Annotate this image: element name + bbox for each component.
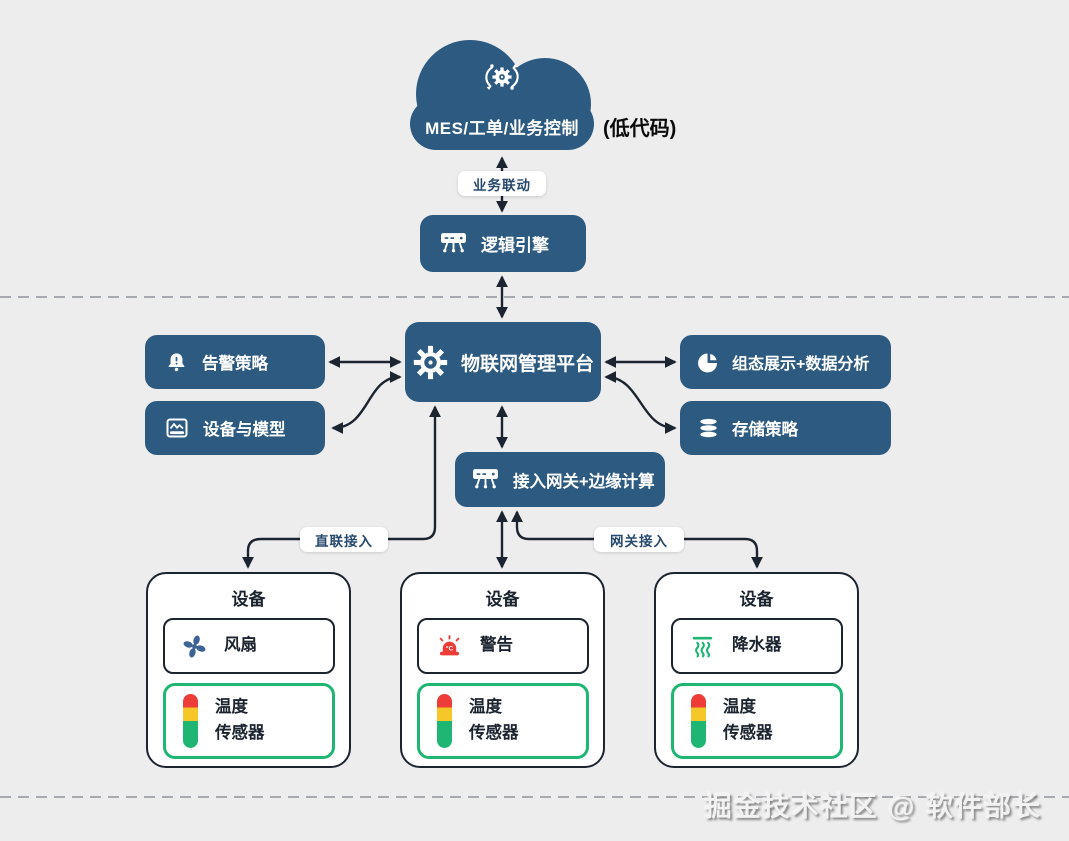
device-model-icon [165, 416, 189, 440]
component-label: 警告 [480, 636, 513, 655]
watermark: 掘金技术社区 @ 软件部长 [704, 792, 1042, 822]
indicator-bar-icon [691, 694, 706, 748]
node-label: 接入网关+边缘计算 [513, 472, 655, 491]
component-sprinkler: 降水器 [671, 618, 843, 674]
node-label: 设备与模型 [203, 421, 286, 439]
iot-gear-icon [412, 344, 449, 381]
cloud-label: MES/工单/业务控制 [425, 119, 579, 138]
node-logic-engine: 逻辑引擎 [420, 215, 586, 272]
sensor-temperature: 温度 传感器 [417, 683, 589, 759]
device-card-title: 设备 [485, 590, 520, 609]
pie-chart-icon [697, 351, 720, 374]
arrow-platform-storage [604, 371, 677, 434]
gear-sync-icon [479, 56, 525, 105]
sensor-label: 温度 传感器 [215, 698, 265, 742]
indicator-bar-icon [437, 694, 452, 748]
sensor-label: 温度 传感器 [723, 698, 773, 742]
cloud-shape [410, 40, 594, 150]
node-label: 存储策略 [732, 421, 798, 439]
arrow-devicemodel-platform [331, 371, 402, 434]
node-label: 告警策略 [202, 355, 268, 373]
node-storage-policy: 存储策略 [680, 401, 891, 455]
direct-access-pill: 直联接入 [300, 527, 388, 552]
database-icon [697, 417, 720, 440]
sensor-label: 温度 传感器 [469, 698, 519, 742]
sensor-temperature: 温度 传感器 [671, 683, 843, 759]
low-code-note: (低代码) [603, 118, 677, 140]
device-card-title: 设备 [739, 590, 774, 609]
node-alert-policy: 告警策略 [145, 335, 325, 389]
svg-text:°C: °C [446, 644, 454, 652]
device-card-sprinkler: 设备 降水器 温度 传 [654, 572, 859, 768]
device-card-title: 设备 [231, 590, 266, 609]
gateway-access-pill: 网关接入 [594, 527, 684, 552]
fan-icon [182, 634, 207, 659]
component-alarm: °C 警告 [417, 618, 589, 674]
node-access-gateway: 接入网关+边缘计算 [455, 452, 665, 507]
hub-icon [472, 467, 499, 492]
steam-icon [690, 634, 715, 659]
component-fan: 风扇 [163, 618, 335, 674]
component-label: 降水器 [732, 636, 782, 655]
node-label: 逻辑引擎 [481, 236, 549, 255]
component-label: 风扇 [224, 636, 257, 655]
bell-alert-icon [165, 351, 188, 374]
node-dashboard-analysis: 组态展示+数据分析 [680, 335, 891, 389]
siren-icon: °C [436, 634, 463, 659]
business-linkage-pill: 业务联动 [458, 171, 546, 196]
indicator-bar-icon [183, 694, 198, 748]
sensor-temperature: 温度 传感器 [163, 683, 335, 759]
node-label: 物联网管理平台 [460, 353, 594, 375]
node-label: 组态展示+数据分析 [732, 356, 870, 373]
node-device-model: 设备与模型 [145, 401, 325, 455]
hub-icon [440, 231, 467, 256]
device-card-fan: 设备 风扇 温度 传感器 [146, 572, 351, 768]
device-card-alarm: 设备 °C 警告 温度 传感器 [400, 572, 605, 768]
node-iot-platform: 物联网管理平台 [405, 322, 601, 402]
